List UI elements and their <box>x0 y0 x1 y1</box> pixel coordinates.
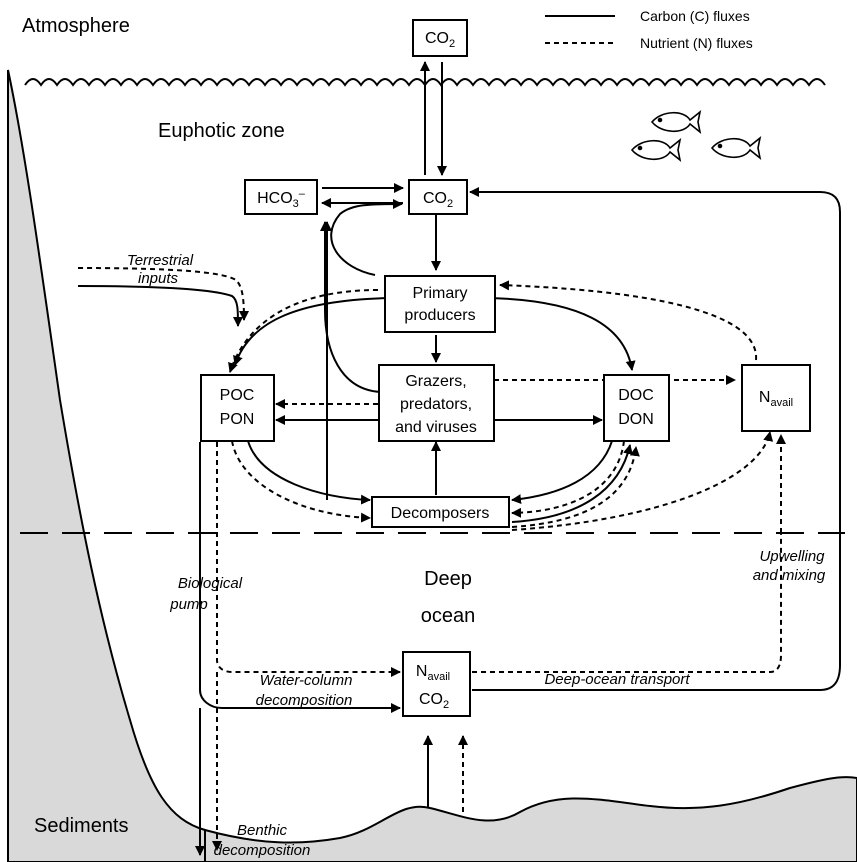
co2-atmosphere-label: CO2 <box>425 30 455 50</box>
doc-label: DOC <box>618 387 654 404</box>
poc-pon-box <box>200 374 275 442</box>
terrestrial-label-1: Terrestrial <box>127 252 194 269</box>
upwelling-label-2: and mixing <box>753 567 826 584</box>
navail-surface-box <box>741 364 811 432</box>
co2-surface-box <box>408 179 468 215</box>
zone-deep-line1: Deep <box>424 568 472 590</box>
sea-floor <box>204 776 857 862</box>
benthic-label-1: Benthic <box>237 822 288 839</box>
deep-co2-label: CO2 <box>419 691 449 711</box>
grazers-label-3: and viruses <box>395 419 477 436</box>
primary-producers-label-2: producers <box>404 307 475 324</box>
hco3-label: HCO3– <box>257 188 306 210</box>
benthic-label-2: decomposition <box>214 842 311 859</box>
decomposers-label: Decomposers <box>391 505 490 522</box>
co2-surface-label: CO2 <box>423 190 453 210</box>
navail-surface-label: Navail <box>759 389 793 409</box>
water-column-label-2: decomposition <box>256 692 353 709</box>
legend-nutrient-label: Nutrient (N) fluxes <box>640 35 753 51</box>
decomposers-box <box>371 496 510 528</box>
deep-transport-label: Deep-ocean transport <box>544 671 690 688</box>
deep-navail-co2-box <box>402 651 471 717</box>
primary-producers-label-1: Primary <box>412 285 467 302</box>
water-column-label-1: Water-column <box>260 672 353 689</box>
fish-icon <box>630 110 762 162</box>
zone-sediments: Sediments <box>34 815 129 837</box>
grazers-label-2: predators, <box>400 396 472 413</box>
don-label: DON <box>618 411 654 428</box>
coastal-land <box>7 69 206 862</box>
pon-label: PON <box>220 411 255 428</box>
hco3-box <box>244 179 318 215</box>
doc-don-box <box>603 374 670 442</box>
carbon-fluxes <box>77 61 841 856</box>
biological-pump-label-2: pump <box>169 596 208 613</box>
deep-navail-label: Navail <box>416 663 450 683</box>
grazers-box <box>378 364 495 442</box>
upwelling-label-1: Upwelling <box>759 548 825 565</box>
nutrient-fluxes <box>77 267 786 851</box>
co2-atmosphere-box <box>412 19 468 57</box>
zone-euphotic: Euphotic zone <box>158 120 285 142</box>
primary-producers-box <box>384 275 496 333</box>
legend-carbon-label: Carbon (C) fluxes <box>640 8 750 24</box>
grazers-label-1: Grazers, <box>405 373 466 390</box>
biological-pump-label-1: Biological <box>178 575 243 592</box>
zone-deep-line2: ocean <box>421 605 476 627</box>
zone-atmosphere: Atmosphere <box>22 15 130 37</box>
terrestrial-label-2: inputs <box>138 270 179 287</box>
poc-label: POC <box>220 387 255 404</box>
